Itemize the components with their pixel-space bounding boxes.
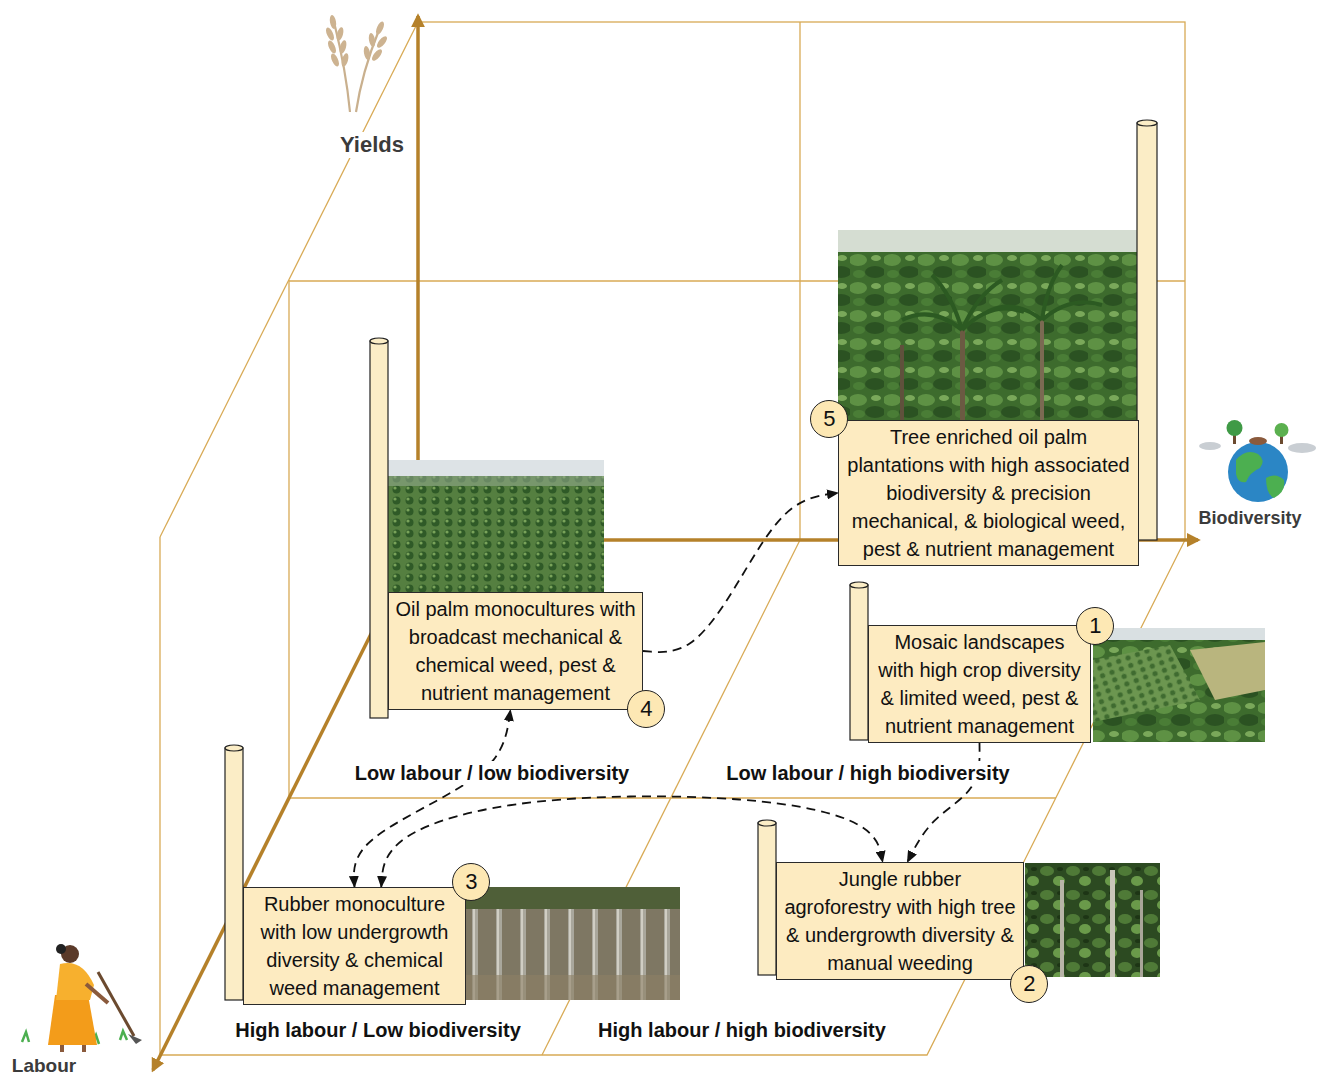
photo-tree-enriched-palm bbox=[902, 265, 1102, 330]
practice-description: Rubber monoculture with low undergrowth … bbox=[250, 890, 459, 1002]
photo-rubber-monoculture bbox=[463, 887, 680, 1000]
wheat-icon bbox=[324, 15, 388, 68]
wheat-icon bbox=[326, 39, 337, 54]
dashed-arrow bbox=[643, 493, 838, 652]
box-wireframe bbox=[288, 280, 289, 798]
globe-icon bbox=[1228, 442, 1288, 502]
wheat-icon bbox=[335, 26, 344, 41]
quadrant-label: Low labour / high biodiversity bbox=[723, 761, 1012, 785]
practice-description: Jungle rubber agroforestry with high tre… bbox=[783, 865, 1017, 977]
photo-oil-palm-monoculture bbox=[388, 460, 604, 592]
practice-box: 1Mosaic landscapes with high crop divers… bbox=[868, 625, 1091, 743]
globe-icon bbox=[1199, 420, 1316, 502]
yield-bar bbox=[225, 745, 243, 751]
quadrant-label: Low labour / low biodiversity bbox=[352, 761, 632, 785]
globe-icon bbox=[1236, 452, 1263, 482]
photo-jungle-rubber bbox=[1110, 870, 1115, 977]
practice-box: 3Rubber monoculture with low undergrowth… bbox=[243, 887, 466, 1005]
practice-description: Mosaic landscapes with high crop diversi… bbox=[875, 628, 1084, 740]
photo-tree-enriched-palm bbox=[838, 230, 1137, 252]
wheat-icon bbox=[329, 52, 340, 67]
globe-icon bbox=[1249, 437, 1267, 445]
yield-bar bbox=[225, 748, 243, 1000]
callout-number: 3 bbox=[452, 863, 490, 901]
yield-bar bbox=[758, 823, 776, 975]
photo-jungle-rubber bbox=[1140, 890, 1143, 977]
farmer-icon bbox=[98, 972, 134, 1036]
farmer-icon bbox=[82, 1044, 86, 1052]
wheat-icon bbox=[324, 26, 335, 41]
photo-mosaic-landscape bbox=[1093, 628, 1265, 742]
quadrant-label: High labour / high biodiversity bbox=[595, 1018, 889, 1042]
practice-box: Oil palm monocultures with broadcast mec… bbox=[388, 592, 643, 710]
globe-icon bbox=[1275, 423, 1289, 437]
quadrant-label: High labour / Low biodiversity bbox=[232, 1018, 524, 1042]
photo-oil-palm-monoculture bbox=[388, 460, 604, 476]
photo-tree-enriched-palm bbox=[900, 345, 904, 420]
globe-icon bbox=[1266, 475, 1284, 498]
yield-bar bbox=[1137, 123, 1157, 540]
wheat-icon bbox=[334, 22, 379, 112]
photo-tree-enriched-palm bbox=[838, 230, 1137, 420]
wheat-icon bbox=[370, 48, 384, 63]
photo-mosaic-landscape bbox=[1093, 628, 1265, 640]
photo-jungle-rubber bbox=[1025, 863, 1160, 977]
photo-tree-enriched-palm bbox=[1040, 320, 1044, 420]
axis-label: Yields bbox=[337, 132, 407, 158]
yield-bar bbox=[370, 338, 388, 344]
photo-tree-enriched-palm bbox=[838, 230, 1137, 420]
wheat-icon bbox=[375, 35, 389, 50]
callout-number: 1 bbox=[1076, 607, 1114, 645]
practice-box: Jungle rubber agroforestry with high tre… bbox=[776, 862, 1024, 980]
photo-rubber-monoculture bbox=[463, 975, 680, 1000]
farmer-icon bbox=[128, 1034, 142, 1044]
photo-oil-palm-monoculture bbox=[388, 460, 604, 592]
practice-description: Oil palm monocultures with broadcast mec… bbox=[395, 595, 636, 707]
globe-icon bbox=[1288, 443, 1316, 453]
farmer-icon bbox=[60, 1044, 64, 1052]
globe-icon bbox=[1227, 420, 1243, 436]
farmer-icon bbox=[56, 963, 94, 1000]
wheat-icon bbox=[340, 52, 349, 67]
yield-bar bbox=[370, 341, 388, 718]
yield-bar bbox=[850, 585, 868, 740]
practice-description: Tree enriched oil palm plantations with … bbox=[845, 423, 1132, 563]
yield-bar bbox=[1137, 120, 1157, 126]
wheat-icon bbox=[338, 39, 347, 54]
wheat-icon bbox=[374, 20, 385, 35]
photo-tree-enriched-palm bbox=[960, 330, 965, 420]
farmer-icon bbox=[56, 944, 66, 954]
wheat-icon bbox=[363, 46, 371, 61]
axis-label: Labour bbox=[9, 1055, 79, 1078]
yield-bar bbox=[850, 582, 868, 588]
globe-icon bbox=[1199, 442, 1221, 450]
photo-mosaic-landscape bbox=[1093, 628, 1265, 742]
yield-bar bbox=[225, 120, 1157, 1000]
axis bbox=[153, 16, 1198, 1070]
farmer-icon bbox=[22, 944, 142, 1052]
box-wireframe bbox=[159, 537, 160, 1055]
photo-oil-palm-monoculture bbox=[388, 476, 604, 486]
yield-bar bbox=[758, 820, 776, 826]
axis-label: Biodiversity bbox=[1195, 508, 1304, 530]
wheat-icon bbox=[329, 15, 337, 30]
callout-number: 5 bbox=[810, 400, 848, 438]
box-wireframe bbox=[160, 540, 1185, 1055]
photo-mosaic-landscape bbox=[1093, 645, 1200, 722]
practice-box: 5Tree enriched oil palm plantations with… bbox=[838, 420, 1139, 566]
box-wireframe bbox=[289, 797, 1056, 798]
wheat-icon bbox=[324, 15, 388, 112]
photo-mosaic-landscape bbox=[1190, 642, 1265, 700]
dashed-arrow bbox=[354, 710, 510, 887]
photo-rubber-monoculture bbox=[463, 887, 680, 1000]
farmer-icon bbox=[48, 995, 97, 1045]
photo-jungle-rubber bbox=[1060, 880, 1064, 977]
photo-jungle-rubber bbox=[1025, 863, 1160, 977]
wheat-icon bbox=[368, 33, 376, 48]
callout-number: 2 bbox=[1010, 965, 1048, 1003]
photo-rubber-monoculture bbox=[463, 887, 680, 909]
callout-number: 4 bbox=[627, 690, 665, 728]
